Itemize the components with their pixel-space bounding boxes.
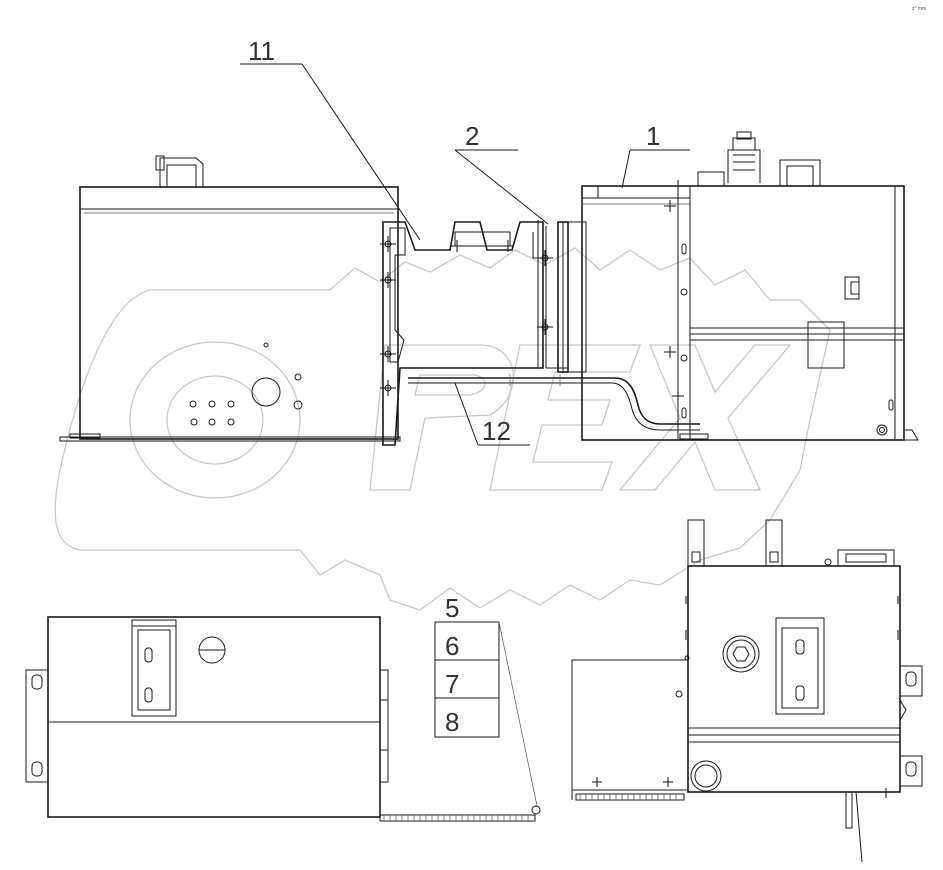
right-tank-plan-view <box>571 519 923 863</box>
callout-table <box>434 621 538 807</box>
callout-1: 1 <box>646 121 660 151</box>
callout-11: 11 <box>248 36 275 66</box>
callout-2: 2 <box>465 121 479 151</box>
watermark-letter-x <box>618 344 792 491</box>
left-tank-elevation <box>59 155 401 442</box>
mounting-bracket-plate <box>380 220 553 446</box>
callout-7: 7 <box>445 669 459 699</box>
leader-lines <box>240 63 690 446</box>
callout-12: 12 <box>482 416 511 446</box>
watermark-gear-outline <box>54 247 831 611</box>
pipe-line <box>408 374 700 431</box>
callout-6: 6 <box>445 631 459 661</box>
watermark-letter-e <box>489 344 641 491</box>
callout-8: 8 <box>445 707 459 737</box>
corner-mark: z° mm <box>912 6 926 12</box>
vertical-support-post <box>546 221 587 373</box>
left-tank-plan-view <box>25 616 541 822</box>
watermark-letter-o <box>129 341 301 499</box>
right-tank-elevation <box>581 131 919 441</box>
callout-5: 5 <box>445 593 459 623</box>
watermark-logo <box>54 247 831 611</box>
